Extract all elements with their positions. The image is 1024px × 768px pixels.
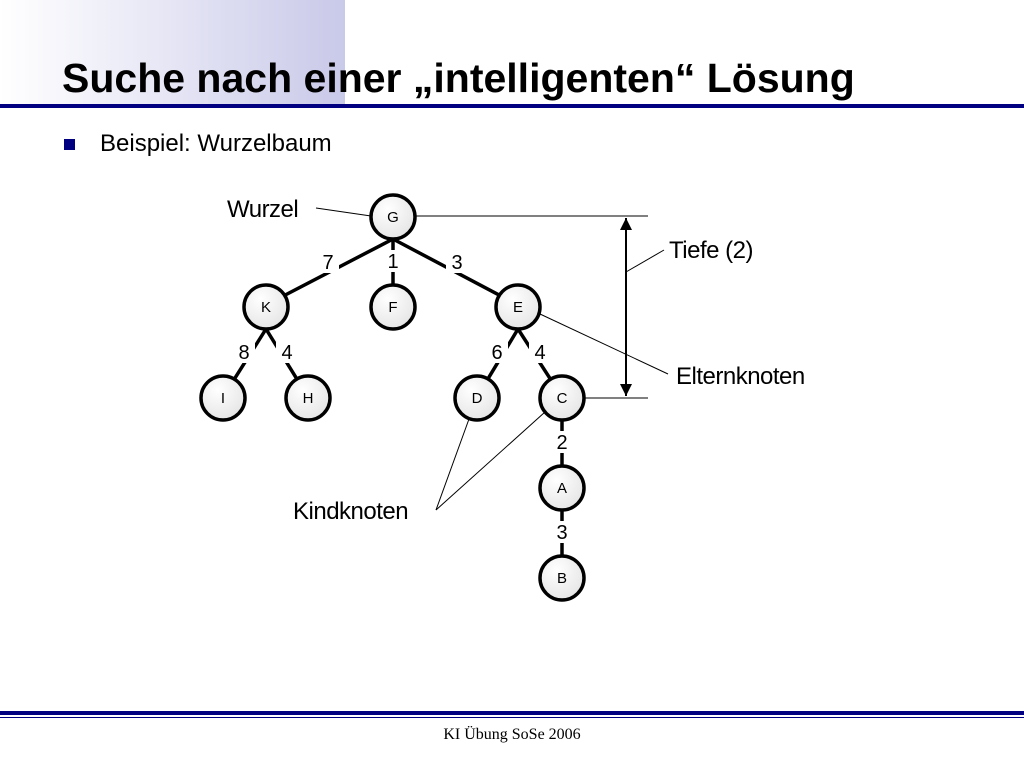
edge-label-g-f: 1 [387, 251, 398, 273]
footer-rule-thin [0, 717, 1024, 718]
node-e [494, 283, 542, 331]
node-label-g: G [387, 209, 399, 226]
node-g [369, 193, 417, 241]
annotation-lines [315, 207, 669, 511]
node-k [242, 283, 290, 331]
title-gradient-band [0, 0, 345, 108]
node-b [538, 554, 586, 602]
root-label: Wurzel [227, 196, 298, 223]
node-label-i: I [221, 390, 225, 407]
node-label-c: C [557, 390, 568, 407]
node-f [369, 283, 417, 331]
node-label-b: B [557, 570, 567, 587]
node-label-f: F [388, 299, 397, 316]
child-pointer-line-d [435, 418, 470, 511]
node-d [453, 374, 501, 422]
node-a [538, 464, 586, 512]
title-underline [0, 104, 1024, 108]
depth-pointer-line [625, 249, 665, 273]
root-pointer-line [315, 207, 372, 217]
child-pointer-line-c [435, 411, 546, 511]
edge-label-k-h: 4 [281, 342, 292, 364]
node-i [199, 374, 247, 422]
node-label-d: D [472, 390, 483, 407]
tree-nodes: G K F E I H D C A B [199, 193, 586, 602]
children-label: Kindknoten [293, 498, 408, 525]
parent-pointer-line [539, 313, 669, 375]
edge-label-a-b: 3 [556, 522, 567, 544]
node-h [284, 374, 332, 422]
parent-label: Elternknoten [676, 363, 805, 390]
node-label-a: A [557, 480, 567, 497]
footer-rule [0, 711, 1024, 715]
edge-label-g-e: 3 [451, 252, 462, 274]
bullet-square-icon [64, 139, 75, 150]
node-label-e: E [513, 299, 523, 316]
edge-label-c-a: 2 [556, 432, 567, 454]
node-label-h: H [303, 390, 314, 407]
node-label-k: K [261, 299, 271, 316]
edge-label-e-c: 4 [534, 342, 545, 364]
node-c [538, 374, 586, 422]
edge-label-e-d: 6 [491, 342, 502, 364]
bullet-text: Beispiel: Wurzelbaum [100, 130, 332, 157]
edge-label-k-i: 8 [238, 342, 249, 364]
slide-title: Suche nach einer „intelligenten“ Lösung [62, 55, 855, 101]
edge-labels: 7 1 3 8 4 6 4 2 3 [233, 250, 573, 544]
edge-label-g-k: 7 [322, 252, 333, 274]
footer-text: KI Übung SoSe 2006 [443, 726, 581, 743]
depth-label: Tiefe (2) [669, 237, 753, 264]
